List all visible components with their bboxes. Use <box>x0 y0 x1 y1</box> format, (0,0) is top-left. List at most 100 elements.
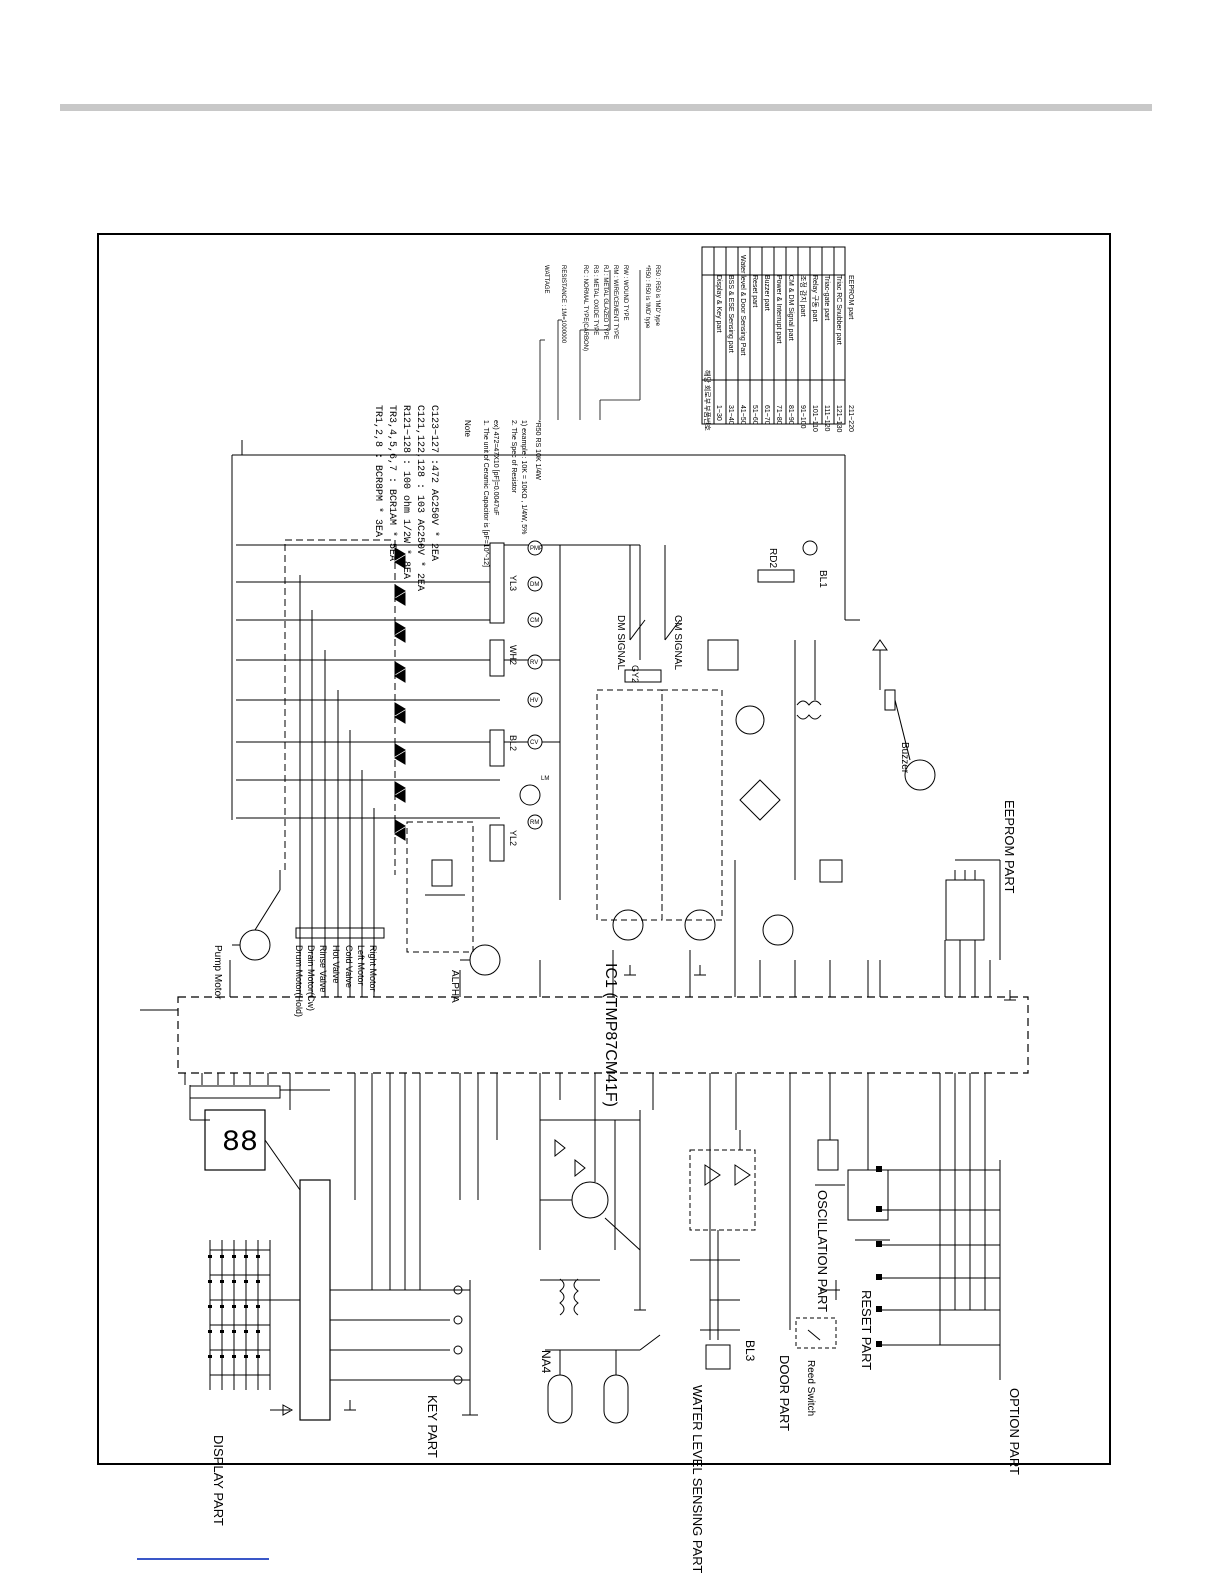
motor-dm: DM <box>530 582 539 588</box>
note-line-3: 2. The Spec of Resistor <box>510 420 517 494</box>
connector-yl2: YL2 <box>508 830 518 846</box>
ic1-label: IC1 (TMP87CM41F) <box>602 963 619 1107</box>
motor-cm: CM <box>530 618 539 624</box>
part-table-header-desc: 해당 회로부 <box>703 370 712 405</box>
part-row-4-num: 51~60 <box>751 405 758 425</box>
ic1-box <box>177 996 1029 1074</box>
part-row-5-desc: Buzzer part <box>763 275 770 311</box>
tr-line-1: TR1,2,8 : BCR8PM * 3EA <box>372 405 384 537</box>
load-label-3: Rinse Valve <box>318 945 328 992</box>
footer-link-underline[interactable] <box>137 1558 269 1560</box>
na4-sensor <box>540 1278 661 1424</box>
note-line-4: 1) example : 10K = 10KΩ , 1/4W, 5% <box>520 420 527 534</box>
relay-box <box>406 821 474 953</box>
oscillation-part <box>815 1110 845 1186</box>
connector-rd2: RD2 <box>767 548 778 568</box>
motor-rm: RM <box>530 820 539 826</box>
svg-text:88: 88 <box>222 1126 258 1160</box>
door-part-label: DOOR PART <box>777 1355 792 1431</box>
note-line-5: *R50 RS 10K 1/4W <box>534 420 541 480</box>
signal-boxes <box>596 545 723 941</box>
part-row-10-desc: Triac-gate part <box>823 275 830 320</box>
part-table <box>701 246 846 425</box>
part-row-11-num: 121~130 <box>835 405 842 433</box>
reset-part <box>847 1110 890 1241</box>
load-label-2: Drain Motor(Cw) <box>306 945 316 1011</box>
eeprom-part-label: EEPROM PART <box>1002 800 1017 893</box>
load-label-7: Right Motor <box>368 945 378 992</box>
connector-bl2: BL2 <box>508 735 518 751</box>
note-line-1: 1. The unit of Ceramic Capacitor is [pF=… <box>482 420 489 567</box>
tr-line-4: C121,122,128 : 103 AC250V * 2EA <box>414 405 426 591</box>
load-label-6: Left Motor <box>356 945 366 986</box>
notes-block: TR1,2,8 : BCR8PM * 3EA TR3,4,5,6,7 : BCR… <box>372 265 660 591</box>
part-row-5-num: 61~70 <box>763 405 770 425</box>
bl3-label: BL3 <box>743 1340 757 1362</box>
part-row-4-desc: Reset part <box>751 275 758 307</box>
part-table-header-num: 부품번호 <box>703 405 712 431</box>
connector-bl1: BL1 <box>817 570 828 588</box>
tr-line-3: R121~128 : 100 ohm 1/2W * 8EA <box>400 405 412 579</box>
part-row-1-desc: Display & Key part <box>715 275 722 333</box>
part-row-12-num: 211~220 <box>847 405 854 432</box>
note-line-12: RW : WOUND TYPE <box>622 265 628 320</box>
alpha-label: ALPHA <box>449 970 460 1003</box>
part-row-12-desc: EEPROM part <box>847 275 854 319</box>
part-row-6-num: 71~80 <box>775 405 782 425</box>
part-row-2-num: 31~40 <box>727 405 734 425</box>
note-line-10: RJ : METAL GLAZED TYPE <box>602 265 608 340</box>
load-label-5: Cold Valve <box>344 945 354 988</box>
load-label-1: Drum Motor(Hold) <box>294 945 304 1017</box>
part-row-9-desc: Relay 구동 part <box>811 275 819 322</box>
water-level-label: WATER LEVEL SENSING PART <box>690 1385 705 1573</box>
option-terminals <box>876 1166 882 1347</box>
water-level-sensing <box>689 1130 756 1370</box>
bss-sensing <box>540 1110 641 1300</box>
oscillation-label: OSCILLATION PART <box>815 1190 830 1312</box>
part-row-3-desc: Water level & Door Sensing Part <box>739 255 746 356</box>
na4-label: NA4 <box>539 1350 553 1374</box>
ic1-pins-left <box>229 940 991 997</box>
load-label-4: Hot Valve <box>331 945 341 983</box>
note-line-14: R50 : R50 is 'IMD' type <box>654 265 660 327</box>
ic1-pins-right <box>140 1009 986 1340</box>
tr-line-2: TR3,4,5,6,7 : BCR1AM * 5EA <box>386 405 398 561</box>
buzzer-part <box>872 639 936 791</box>
alpha-transistor <box>460 944 501 976</box>
buzzer-label: Buzzer <box>899 742 910 774</box>
part-row-1-num: 1~30 <box>715 405 722 421</box>
note-line-11: RM : WIRE/CEMENT TYPE <box>612 265 618 339</box>
part-row-8-desc: 조정 감지 part <box>799 275 808 317</box>
display-part-label: DISPLAY PART <box>211 1435 226 1526</box>
reset-part-label: RESET PART <box>859 1290 874 1370</box>
dm-signal-label: DM SIGNAL <box>615 615 626 670</box>
ground-symbols <box>344 965 1016 1411</box>
part-row-11-desc: Triac RC Snubber part <box>835 275 842 345</box>
connector-gy2: GY2 <box>630 665 640 683</box>
tr-line-5: C123~127 :472 AC250V * 2EA <box>428 405 440 561</box>
display-part: 88 <box>189 1085 331 1526</box>
note-line-13: *R50 : R50 is 'IMD' type <box>644 265 650 329</box>
motor-lm: LM <box>541 776 549 782</box>
gate-lines <box>295 575 385 940</box>
motor-pmp: PMP <box>530 546 543 552</box>
load-bus <box>231 440 846 900</box>
part-row-3-num: 41~50 <box>739 405 746 425</box>
door-part <box>789 1100 840 1349</box>
connector-yl3: YL3 <box>508 575 518 591</box>
option-part <box>880 1090 1001 1380</box>
key-part-label: KEY PART <box>425 1395 440 1458</box>
part-row-8-num: 91~100 <box>799 405 806 429</box>
motor-hv: HV <box>530 698 538 704</box>
motor-cv: CV <box>530 740 538 746</box>
note-line-7: RESISTANCE : 1M=1000000 <box>560 265 566 344</box>
schematic-frame <box>97 233 1111 1465</box>
note-line-6: WATTAGE <box>543 265 549 294</box>
header-rule <box>60 104 1152 111</box>
option-part-label: OPTION PART <box>1007 1388 1022 1475</box>
motor-labels: PMP DM CM RV HV CV RM LM <box>530 546 549 826</box>
part-row-2-desc: BSS & ESE Sensing part <box>727 275 734 353</box>
connector-wh2: WH2 <box>508 645 518 665</box>
part-table-text: 부품번호 해당 회로부 1~30 Display & Key part 31~4… <box>703 255 854 433</box>
